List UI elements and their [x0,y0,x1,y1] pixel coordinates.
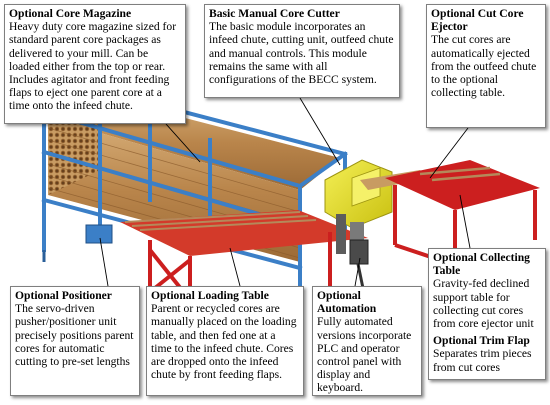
collecting-table-title: Optional Collecting Table [433,251,530,278]
positioner-body: The servo-driven pusher/positioner unit … [15,302,134,369]
core-cutter-body: The basic module incorporates an infeed … [209,20,394,87]
core-magazine-title: Optional Core Magazine [9,7,132,20]
core-cutter-title: Basic Manual Core Cutter [209,7,340,20]
collecting-table-body: Gravity-fed declined support table for c… [433,277,534,331]
callout-core-cutter: Basic Manual Core Cutter The basic modul… [204,4,400,98]
callout-automation: Optional Automation Fully automated vers… [312,286,422,396]
trim-flap-title: Optional Trim Flap [433,334,530,348]
core-magazine-body: Heavy duty core magazine sized for stand… [9,20,177,113]
callout-cut-core-ejector: Optional Cut Core Ejector The cut cores … [426,4,546,128]
cut-core-ejector-body: The cut cores are automatically ejected … [431,33,537,100]
callout-core-magazine: Optional Core Magazine Heavy duty core m… [4,4,186,124]
callout-collecting-table: Optional Collecting Table Gravity-fed de… [428,248,546,380]
cut-core-ejector-title: Optional Cut Core Ejector [431,7,524,34]
automation-body: Fully automated versions incorporate PLC… [317,315,412,395]
loading-table-title: Optional Loading Table [151,289,269,302]
positioner-title: Optional Positioner [15,289,112,302]
callout-positioner: Optional Positioner The servo-driven pus… [10,286,140,396]
trim-flap-body: Separates trim pieces from cut cores [433,347,532,374]
automation-title: Optional Automation [317,289,377,316]
callout-loading-table: Optional Loading Table Parent or recycle… [146,286,304,396]
loading-table-drawing [120,210,368,320]
loading-table-body: Parent or recycled cores are manually pl… [151,302,297,382]
